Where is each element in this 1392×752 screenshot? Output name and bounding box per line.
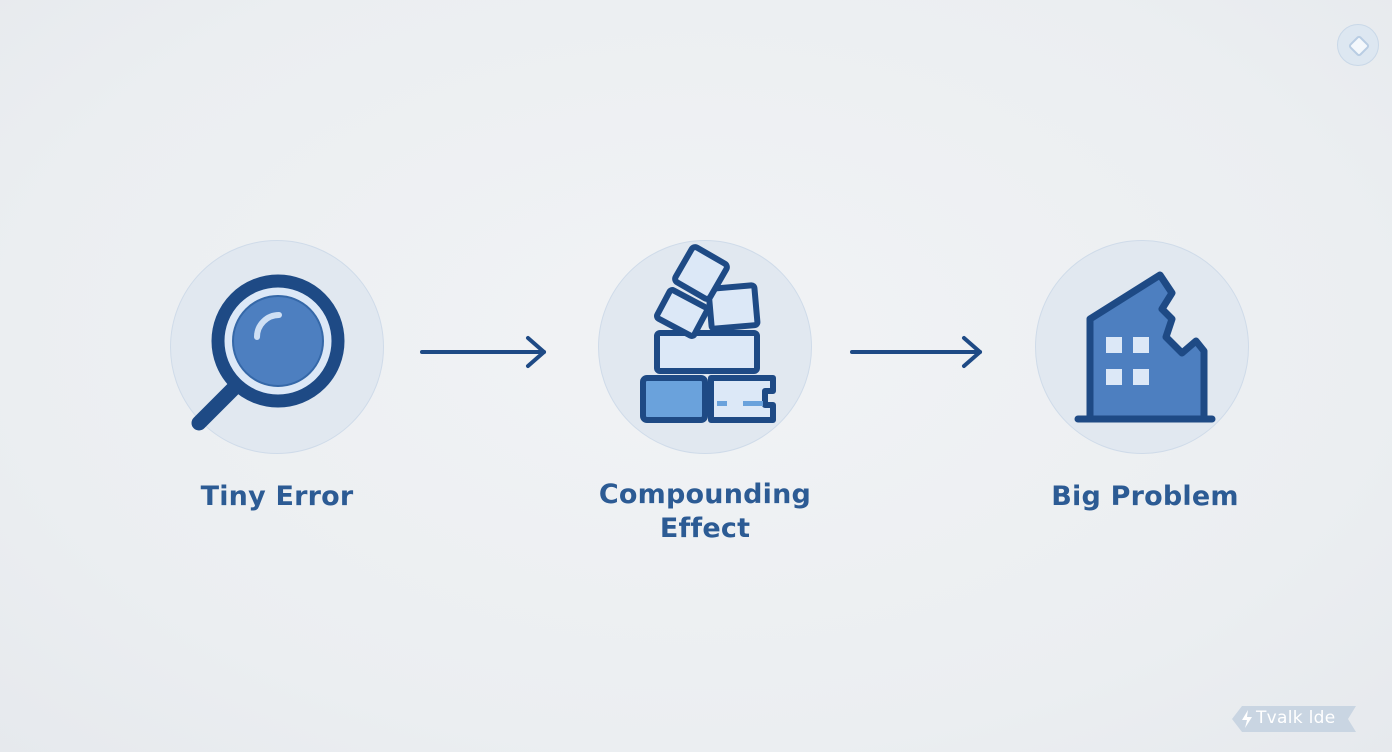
lightning-icon bbox=[1242, 710, 1252, 728]
stacked-blocks-icon bbox=[640, 244, 776, 423]
watermark-ribbon bbox=[1232, 706, 1356, 732]
step-label-compounding-effect: Compounding Effect bbox=[598, 479, 812, 544]
magnifying-glass-icon bbox=[191, 274, 345, 431]
watermark-text: Tvalk lde bbox=[1256, 708, 1336, 728]
step-circle-tiny-error bbox=[170, 240, 384, 454]
watermark-badge: Tvalk lde bbox=[1230, 704, 1360, 734]
step-circle-big-problem bbox=[1035, 240, 1249, 454]
arrow-right-icon bbox=[420, 336, 546, 368]
broken-building-icon bbox=[1074, 271, 1216, 423]
diamond-icon bbox=[1348, 35, 1370, 57]
step-label-tiny-error: Tiny Error bbox=[200, 481, 354, 512]
step-label-big-problem: Big Problem bbox=[1051, 481, 1239, 512]
step-circle-compounding-effect bbox=[598, 240, 812, 454]
arrow-right-icon bbox=[850, 336, 982, 368]
corner-button[interactable] bbox=[1337, 24, 1379, 66]
